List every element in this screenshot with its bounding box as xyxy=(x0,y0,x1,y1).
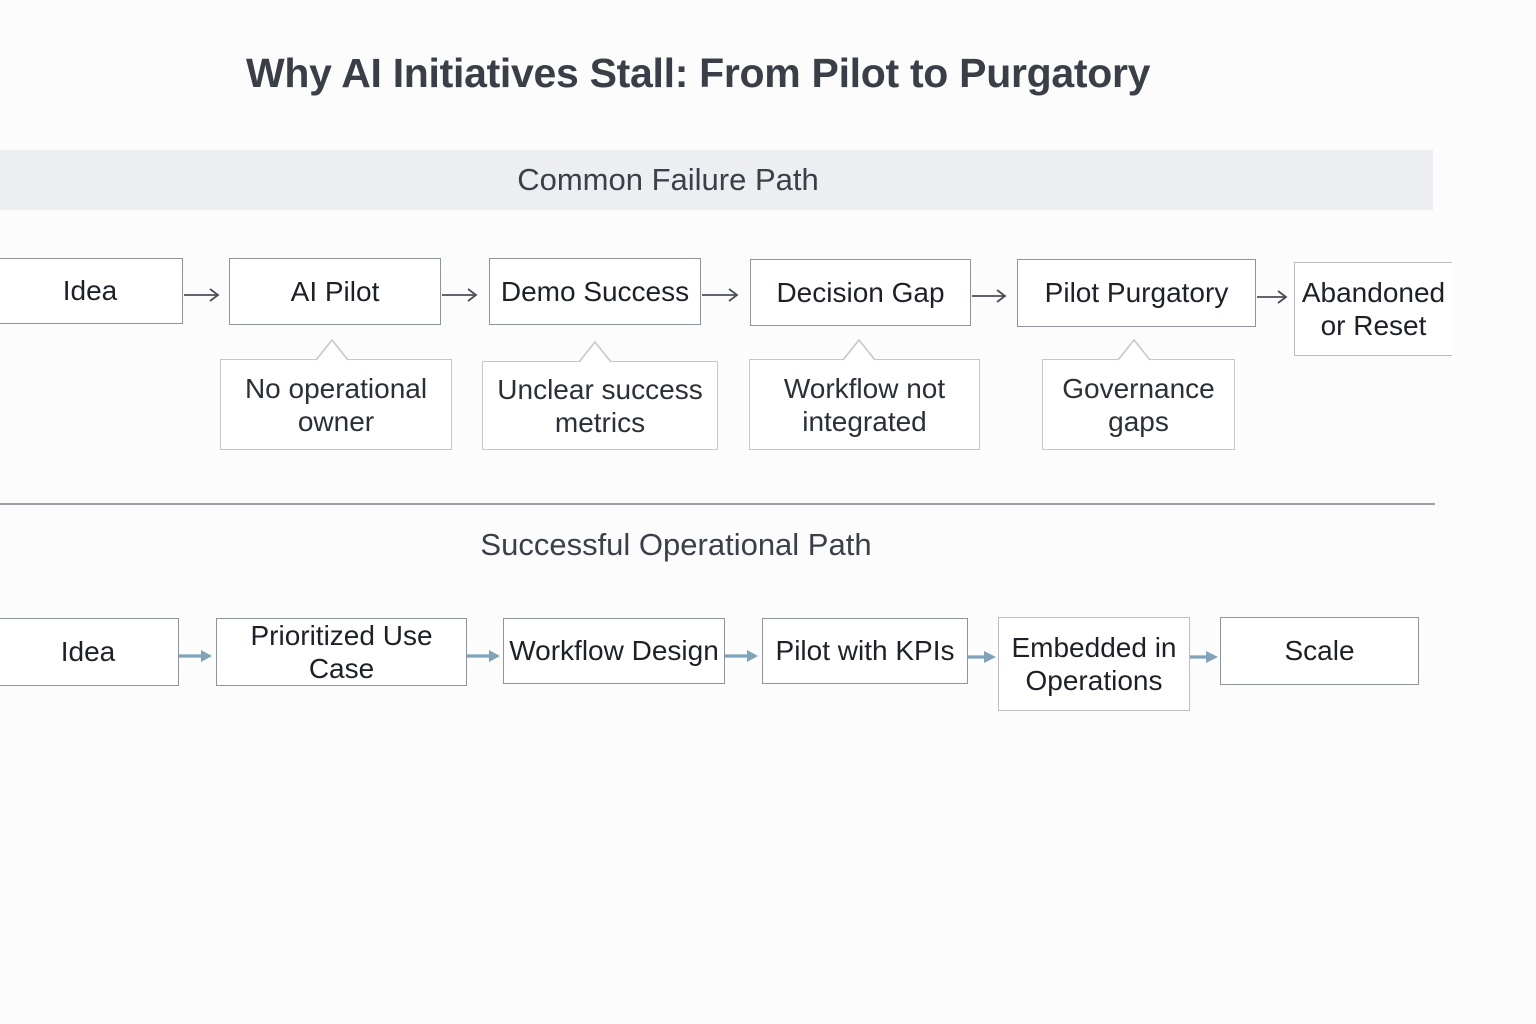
cause-line-2: metrics xyxy=(554,406,646,438)
success-arrow-4 xyxy=(968,651,996,663)
embedded-line-2: Operations xyxy=(1025,665,1163,696)
failure-cause-workflow-not-integrated: Workflow not integrated xyxy=(749,359,980,450)
cause-line-2: integrated xyxy=(802,405,927,437)
success-arrow-2 xyxy=(467,650,500,662)
callout-notch xyxy=(1117,338,1151,361)
failure-arrow-1 xyxy=(184,288,220,302)
failure-section-heading: Common Failure Path xyxy=(517,162,819,197)
success-step-label: Scale xyxy=(1284,635,1355,667)
cause-line-1: Workflow not xyxy=(783,372,946,404)
failure-arrow-5 xyxy=(1257,290,1288,304)
cause-line-1: No operational xyxy=(244,372,428,404)
page-title: Why AI Initiatives Stall: From Pilot to … xyxy=(246,50,1151,96)
failure-step-label: Pilot Purgatory xyxy=(1044,277,1229,309)
failure-step-idea: Idea xyxy=(0,258,183,324)
success-step-label: Workflow Design xyxy=(509,635,719,667)
failure-step-decision-gap: Decision Gap xyxy=(750,259,971,326)
failure-arrow-3 xyxy=(702,288,739,302)
failure-step-ai-pilot: AI Pilot xyxy=(229,258,441,325)
callout-notch xyxy=(315,338,349,361)
callout-notch xyxy=(842,338,876,361)
success-step-idea: Idea xyxy=(0,618,179,686)
success-step-scale: Scale xyxy=(1220,617,1419,685)
cause-line-1: Governance xyxy=(1062,372,1215,404)
section-divider xyxy=(0,503,1435,505)
success-step-label: Pilot with KPIs xyxy=(775,635,955,667)
cause-line-2: owner xyxy=(297,405,375,437)
success-arrow-1 xyxy=(179,650,212,662)
success-step-label: Prioritized Use Case xyxy=(250,619,433,684)
failure-cause-no-operational-owner: No operational owner xyxy=(220,359,452,450)
success-step-pilot-with-kpis: Pilot with KPIs xyxy=(762,618,968,684)
failure-arrow-4 xyxy=(972,289,1007,303)
failure-cause-governance-gaps: Governance gaps xyxy=(1042,359,1235,450)
success-step-embedded-in-operations: Embedded in Operations xyxy=(998,617,1190,711)
failure-step-label: Idea xyxy=(62,275,118,307)
failure-step-demo-success: Demo Success xyxy=(489,258,701,325)
success-step-prioritized-use-case: Prioritized Use Case xyxy=(216,618,467,686)
success-section-heading: Successful Operational Path xyxy=(480,527,872,562)
cause-line-1: Unclear success xyxy=(497,373,703,405)
failure-section-band xyxy=(0,150,1433,210)
failure-cause-unclear-success-metrics: Unclear success metrics xyxy=(482,361,718,450)
embedded-line-1: Embedded in xyxy=(1011,632,1177,663)
success-step-label: Idea xyxy=(60,636,116,668)
success-arrow-5 xyxy=(1190,651,1218,663)
failure-step-label: Demo Success xyxy=(500,275,690,307)
failure-step-label: AI Pilot xyxy=(290,275,380,307)
failure-step-abandoned-or-reset: Abandoned or Reset xyxy=(1294,262,1452,356)
cause-line-2: gaps xyxy=(1108,405,1169,437)
success-step-workflow-design: Workflow Design xyxy=(503,618,725,684)
failure-arrow-2 xyxy=(442,288,478,302)
failure-step-label: Decision Gap xyxy=(776,276,945,308)
success-arrow-3 xyxy=(725,650,758,662)
abandoned-line-1: Abandoned xyxy=(1301,277,1446,308)
abandoned-line-2: or Reset xyxy=(1320,310,1427,341)
failure-step-pilot-purgatory: Pilot Purgatory xyxy=(1017,259,1256,327)
callout-notch xyxy=(578,340,612,363)
